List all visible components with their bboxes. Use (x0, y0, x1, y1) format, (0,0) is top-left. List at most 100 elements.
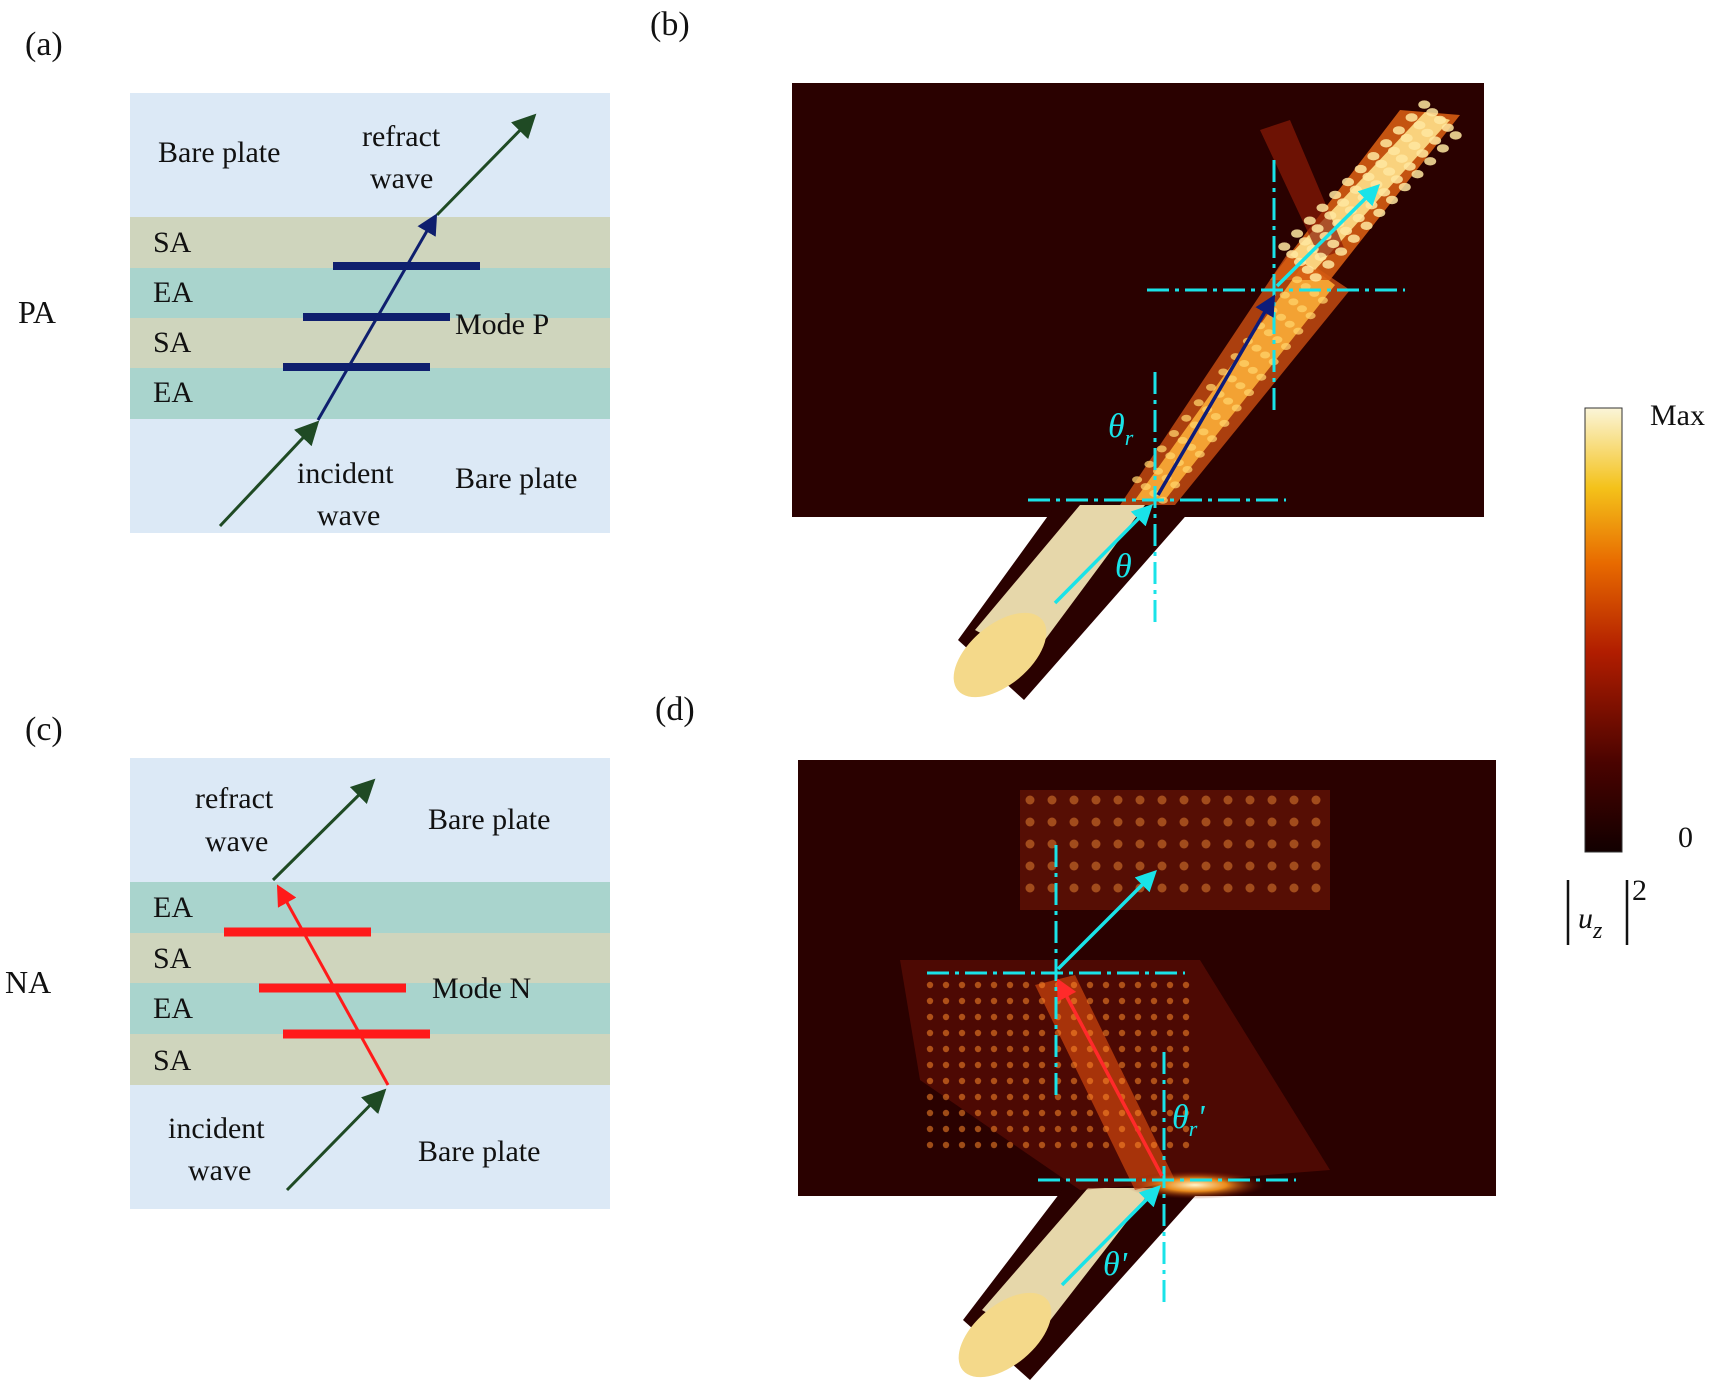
panel-label-b: (b) (650, 6, 690, 43)
fringe-dot (1311, 224, 1324, 233)
theta-r-label-b: θr (1108, 408, 1134, 450)
fringe-dot (1102, 1045, 1110, 1053)
layer-a-1 (130, 217, 610, 268)
fringe-dot (1134, 981, 1142, 989)
fringe-dot (1223, 883, 1233, 893)
fringe-dot (1006, 997, 1014, 1005)
fringe-dot (1070, 1093, 1078, 1101)
fringe-dot (1286, 250, 1299, 259)
fringe-dot (1038, 1077, 1046, 1085)
fringe-dot (1054, 1093, 1062, 1101)
fringe-dot (1150, 1109, 1158, 1117)
fringe-dot (1182, 1093, 1190, 1101)
fringe-dot (974, 1109, 982, 1117)
fringe-dot (1091, 861, 1101, 871)
fringe-dot (1335, 247, 1348, 256)
fringe-dot (926, 981, 934, 989)
fringe-dot (1166, 1061, 1174, 1069)
fringe-dot (1144, 460, 1155, 468)
fringe-dot (1182, 1029, 1190, 1037)
fringe-dot (1134, 1045, 1142, 1053)
fringe-dot (1193, 399, 1204, 407)
fringe-dot (1134, 1013, 1142, 1021)
layer-label-a-4: EA (153, 376, 193, 409)
incident-vector-b (1053, 504, 1153, 605)
fringe-dot (974, 1029, 982, 1037)
fringe-dot (1300, 283, 1311, 291)
fringe-dot (958, 1093, 966, 1101)
fringe-dot (1352, 213, 1365, 223)
fringe-dot (990, 997, 998, 1005)
fringe-dot (1362, 172, 1375, 181)
fringe-dot (1135, 839, 1145, 849)
fringe-dot (1102, 997, 1110, 1005)
fringe-dot (1150, 981, 1158, 989)
fringe-dot (926, 1141, 934, 1149)
fringe-dot (1150, 1061, 1158, 1069)
fringe-dot (1383, 167, 1396, 176)
fringe-dot (1054, 1029, 1062, 1037)
fringe-dot (1245, 861, 1255, 871)
fringe-dot (1182, 997, 1190, 1005)
layer-a-2 (130, 268, 610, 318)
exit-vector-b (1275, 184, 1380, 288)
fringe-dot (1038, 1029, 1046, 1037)
fringe-dot (1070, 1061, 1078, 1069)
fringe-dot (1086, 981, 1094, 989)
colorbar: Max 0 uz 2 (1566, 399, 1705, 945)
fringe-dot (1150, 1141, 1158, 1149)
fringe-dot (1245, 883, 1255, 893)
fringe-dot (1201, 795, 1211, 805)
fringe-dot (942, 981, 950, 989)
fringe-dot (1380, 139, 1393, 148)
fringe-dot (942, 1109, 950, 1117)
fringe-dot (1086, 1109, 1094, 1117)
fringe-dot (1365, 201, 1378, 210)
fringe-dot (1201, 861, 1211, 871)
layer-a-4 (130, 368, 610, 419)
fringe-dot (1169, 430, 1179, 437)
fringe-dot (1267, 861, 1277, 871)
fringe-dot (1091, 883, 1101, 893)
fringe-dot (990, 1061, 998, 1069)
fringe-dot (1140, 483, 1151, 491)
fringe-dot (926, 997, 934, 1005)
fringe-dot (1179, 795, 1189, 805)
fringe-dot (1069, 839, 1079, 849)
fringe-dot (1135, 795, 1145, 805)
fringe-dot (1182, 1061, 1190, 1069)
fringe-dot (1231, 404, 1242, 412)
colorbar-quantity-label: uz (1578, 902, 1603, 944)
fringe-dot (1166, 981, 1174, 989)
refract-label-a-1: refract (362, 120, 441, 153)
fringe-dot (1025, 883, 1035, 893)
fringe-dot (1086, 1093, 1094, 1101)
fringe-dot (1069, 817, 1079, 827)
fringe-dot (1022, 997, 1030, 1005)
fringe-dot (1289, 839, 1299, 849)
fringe-dot (1297, 305, 1307, 313)
fringe-dot (942, 1093, 950, 1101)
fringe-dot (1134, 997, 1142, 1005)
fringe-dot (1239, 360, 1250, 367)
fringe-dot (1166, 1093, 1174, 1101)
fringe-dot (1157, 861, 1167, 871)
fringe-dot (1223, 817, 1233, 827)
fringe-dot (1182, 1077, 1190, 1085)
fringe-dot (1426, 108, 1439, 117)
fringe-dot (1327, 239, 1340, 249)
bare-plate-label-c-bottom: Bare plate (418, 1135, 540, 1168)
fringe-dot (1166, 997, 1174, 1005)
fringe-dot (1223, 839, 1233, 849)
fringe-dot (1086, 1013, 1094, 1021)
fringe-dot (1150, 1093, 1158, 1101)
fringe-dot (1038, 981, 1046, 989)
fringe-dot (1022, 1077, 1030, 1085)
fringe-dot (926, 1125, 934, 1133)
fringe-dot (1411, 170, 1424, 179)
fringe-dot (1022, 1013, 1030, 1021)
fringe-dot (926, 1109, 934, 1117)
fringe-dot (1392, 126, 1405, 135)
upper-fringe-band-d (1020, 790, 1330, 910)
refracted-vector-b (1156, 294, 1276, 496)
